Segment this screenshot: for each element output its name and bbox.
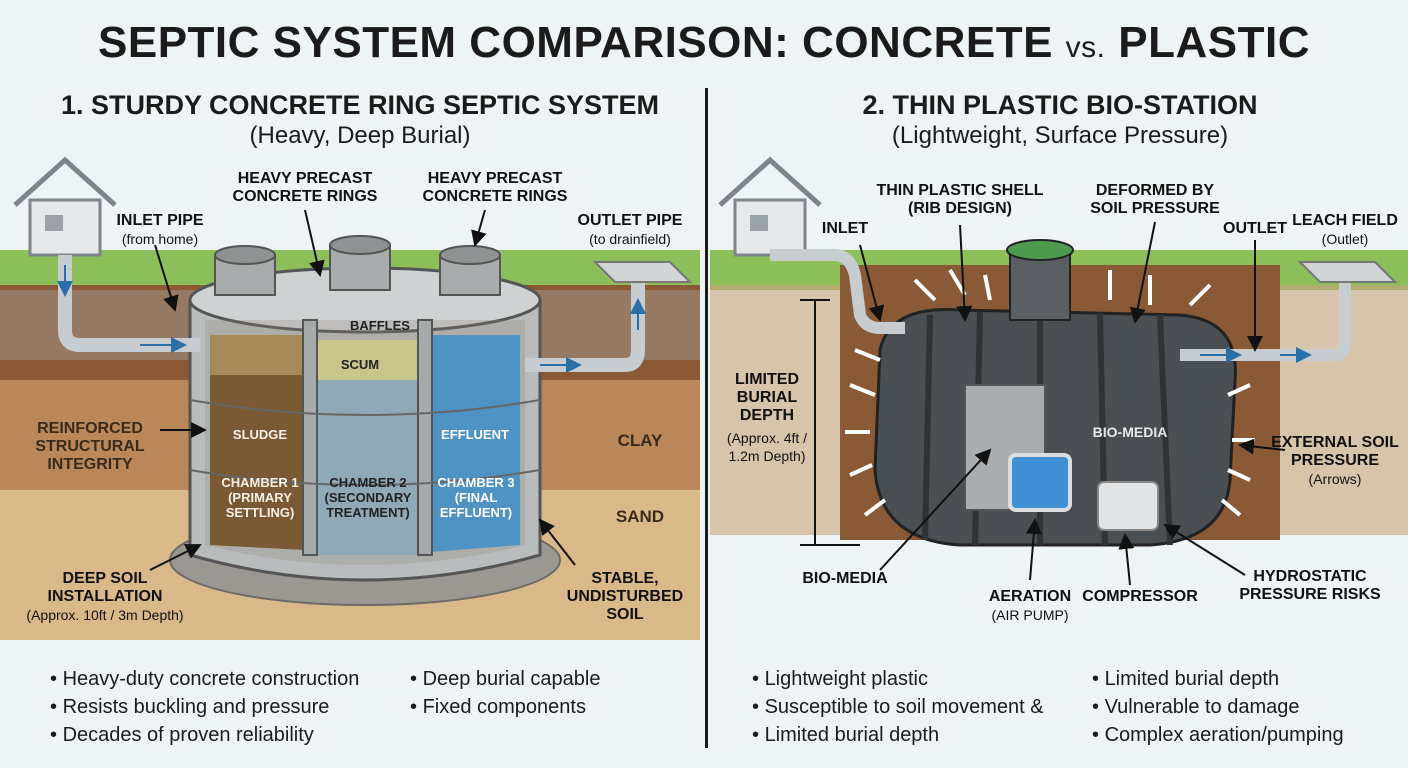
left-bullet: Heavy-duty concrete construction — [50, 665, 360, 693]
plastic-tank — [873, 308, 1237, 547]
left-scene — [0, 156, 700, 640]
external-pressure-sub: (Arrows) — [1308, 471, 1362, 487]
right-outlet-pipe — [1180, 270, 1351, 361]
baffle-wall-2 — [417, 319, 433, 556]
label-scum: SCUM — [340, 357, 380, 372]
limited-depth-sub: (Approx. 4ft / 1.2m Depth) — [726, 430, 808, 464]
label-right-outlet: OUTLET — [1223, 220, 1287, 237]
label-rings-1: HEAVY PRECAST CONCRETE RINGS — [232, 170, 378, 205]
plastic-riser — [1006, 239, 1074, 321]
right-bullet: Complex aeration/pumping — [1092, 721, 1344, 749]
label-limited-depth: LIMITED BURIAL DEPTH (Approx. 4ft / 1.2m… — [722, 371, 812, 465]
outlet-pipe-text: OUTLET PIPE — [577, 212, 683, 229]
right-inlet-pipe — [770, 249, 905, 334]
label-clay: CLAY — [617, 431, 663, 450]
right-heading: 2. THIN PLASTIC BIO-STATION — [862, 90, 1258, 120]
aeration-unit — [1008, 453, 1072, 512]
riser-1 — [214, 245, 276, 296]
left-house-icon — [13, 156, 117, 257]
right-bullet: Vulnerable to damage — [1092, 693, 1344, 721]
limited-depth-text: LIMITED BURIAL DEPTH — [735, 371, 799, 424]
leach-field-sub: (Outlet) — [1321, 231, 1369, 247]
label-sludge: SLUDGE — [232, 427, 288, 442]
right-scene — [710, 156, 1408, 586]
left-subheading: (Heavy, Deep Burial) — [249, 122, 471, 149]
label-compressor: COMPRESSOR — [1082, 588, 1198, 605]
page-title: SEPTIC SYSTEM COMPARISON: CONCRETE vs. P… — [0, 18, 1408, 68]
label-right-inlet: INLET — [821, 220, 869, 237]
label-plastic-shell: THIN PLASTIC SHELL (RIB DESIGN) — [876, 182, 1044, 217]
baffle-wall-1 — [302, 319, 318, 556]
leach-field-text: LEACH FIELD — [1292, 212, 1398, 229]
title-vs: vs. — [1065, 31, 1106, 64]
label-effluent: EFFLUENT — [441, 427, 509, 442]
label-bio-media-inner: BIO-MEDIA — [1092, 424, 1168, 440]
deep-soil-text: DEEP SOIL INSTALLATION — [47, 570, 163, 605]
outlet-pipe — [525, 275, 645, 372]
label-bio-media: BIO-MEDIA — [802, 570, 888, 587]
left-bullet: Deep burial capable — [410, 665, 601, 693]
right-subheading: (Lightweight, Surface Pressure) — [891, 122, 1229, 149]
right-bullets-col1: Lightweight plastic Susceptible to soil … — [752, 665, 1044, 749]
label-reinforced: REINFORCED STRUCTURAL INTEGRITY — [35, 420, 145, 473]
label-rings-2: HEAVY PRECAST CONCRETE RINGS — [422, 170, 568, 205]
left-bullet: Fixed components — [410, 693, 600, 721]
label-stable-soil: STABLE, UNDISTURBED SOIL — [566, 570, 684, 623]
depth-marker — [800, 299, 860, 546]
label-outlet-pipe: OUTLET PIPE (to drainfield) — [565, 212, 695, 248]
label-hydrostatic: HYDROSTATIC PRESSURE RISKS — [1239, 568, 1381, 603]
label-external-pressure: EXTERNAL SOIL PRESSURE (Arrows) — [1260, 434, 1408, 488]
left-heading: 1. STURDY CONCRETE RING SEPTIC SYSTEM — [60, 90, 660, 120]
drainfield-grate — [592, 261, 693, 283]
label-deep-soil: DEEP SOIL INSTALLATION (Approx. 10ft / 3… — [5, 570, 205, 624]
chamber-3-fill — [430, 335, 520, 552]
left-bullets-col2: Deep burial capable Fixed components — [410, 665, 601, 721]
inlet-pipe-sub: (from home) — [121, 231, 199, 247]
label-baffles: BAFFLES — [350, 318, 410, 333]
right-bullets-col2: Limited burial depth Vulnerable to damag… — [1092, 665, 1344, 749]
riser-2 — [329, 235, 391, 291]
title-part-1: SEPTIC SYSTEM COMPARISON: CONCRETE — [98, 18, 1053, 67]
left-bullets-col1: Heavy-duty concrete construction Resists… — [50, 665, 360, 749]
center-divider — [705, 88, 708, 748]
outlet-pipe-sub: (to drainfield) — [589, 231, 671, 247]
chamber-1-fill — [210, 335, 305, 550]
right-bullet: Limited burial depth — [752, 721, 1044, 749]
label-chamber-3: CHAMBER 3 (FINAL EFFLUENT) — [437, 475, 515, 520]
left-bullet: Decades of proven reliability — [50, 721, 359, 749]
compressor-unit — [1097, 481, 1159, 531]
leach-field-grate — [1297, 261, 1398, 283]
riser-3 — [439, 245, 501, 296]
inlet-pipe — [58, 255, 200, 352]
label-chamber-1: CHAMBER 1 (PRIMARY SETTLING) — [221, 475, 299, 520]
title-part-2: PLASTIC — [1118, 18, 1310, 67]
aeration-sub: (AIR PUMP) — [991, 607, 1069, 623]
label-leach-field: LEACH FIELD (Outlet) — [1285, 212, 1405, 248]
left-bullet: Resists buckling and pressure — [50, 693, 359, 721]
right-house-icon — [718, 156, 822, 257]
soil-pressure-arrows — [845, 268, 1255, 517]
label-deformed: DEFORMED BY SOIL PRESSURE — [1090, 182, 1220, 217]
chamber-2-fill — [315, 340, 420, 555]
right-bullet: Susceptible to soil movement & — [752, 693, 1044, 721]
green-lid — [1006, 239, 1074, 261]
label-inlet-pipe: INLET PIPE (from home) — [95, 212, 225, 248]
label-aeration: AERATION (AIR PUMP) — [975, 588, 1085, 624]
concrete-tank — [188, 266, 542, 582]
external-pressure-text: EXTERNAL SOIL PRESSURE — [1271, 434, 1399, 469]
aeration-text: AERATION — [988, 588, 1072, 605]
inlet-pipe-text: INLET PIPE — [116, 212, 204, 229]
right-bullet: Limited burial depth — [1092, 665, 1344, 693]
deep-soil-sub: (Approx. 10ft / 3m Depth) — [26, 607, 184, 623]
label-sand: SAND — [615, 507, 665, 526]
right-bullet: Lightweight plastic — [752, 665, 1044, 693]
label-chamber-2: CHAMBER 2 (SECONDARY TREATMENT) — [324, 475, 412, 520]
